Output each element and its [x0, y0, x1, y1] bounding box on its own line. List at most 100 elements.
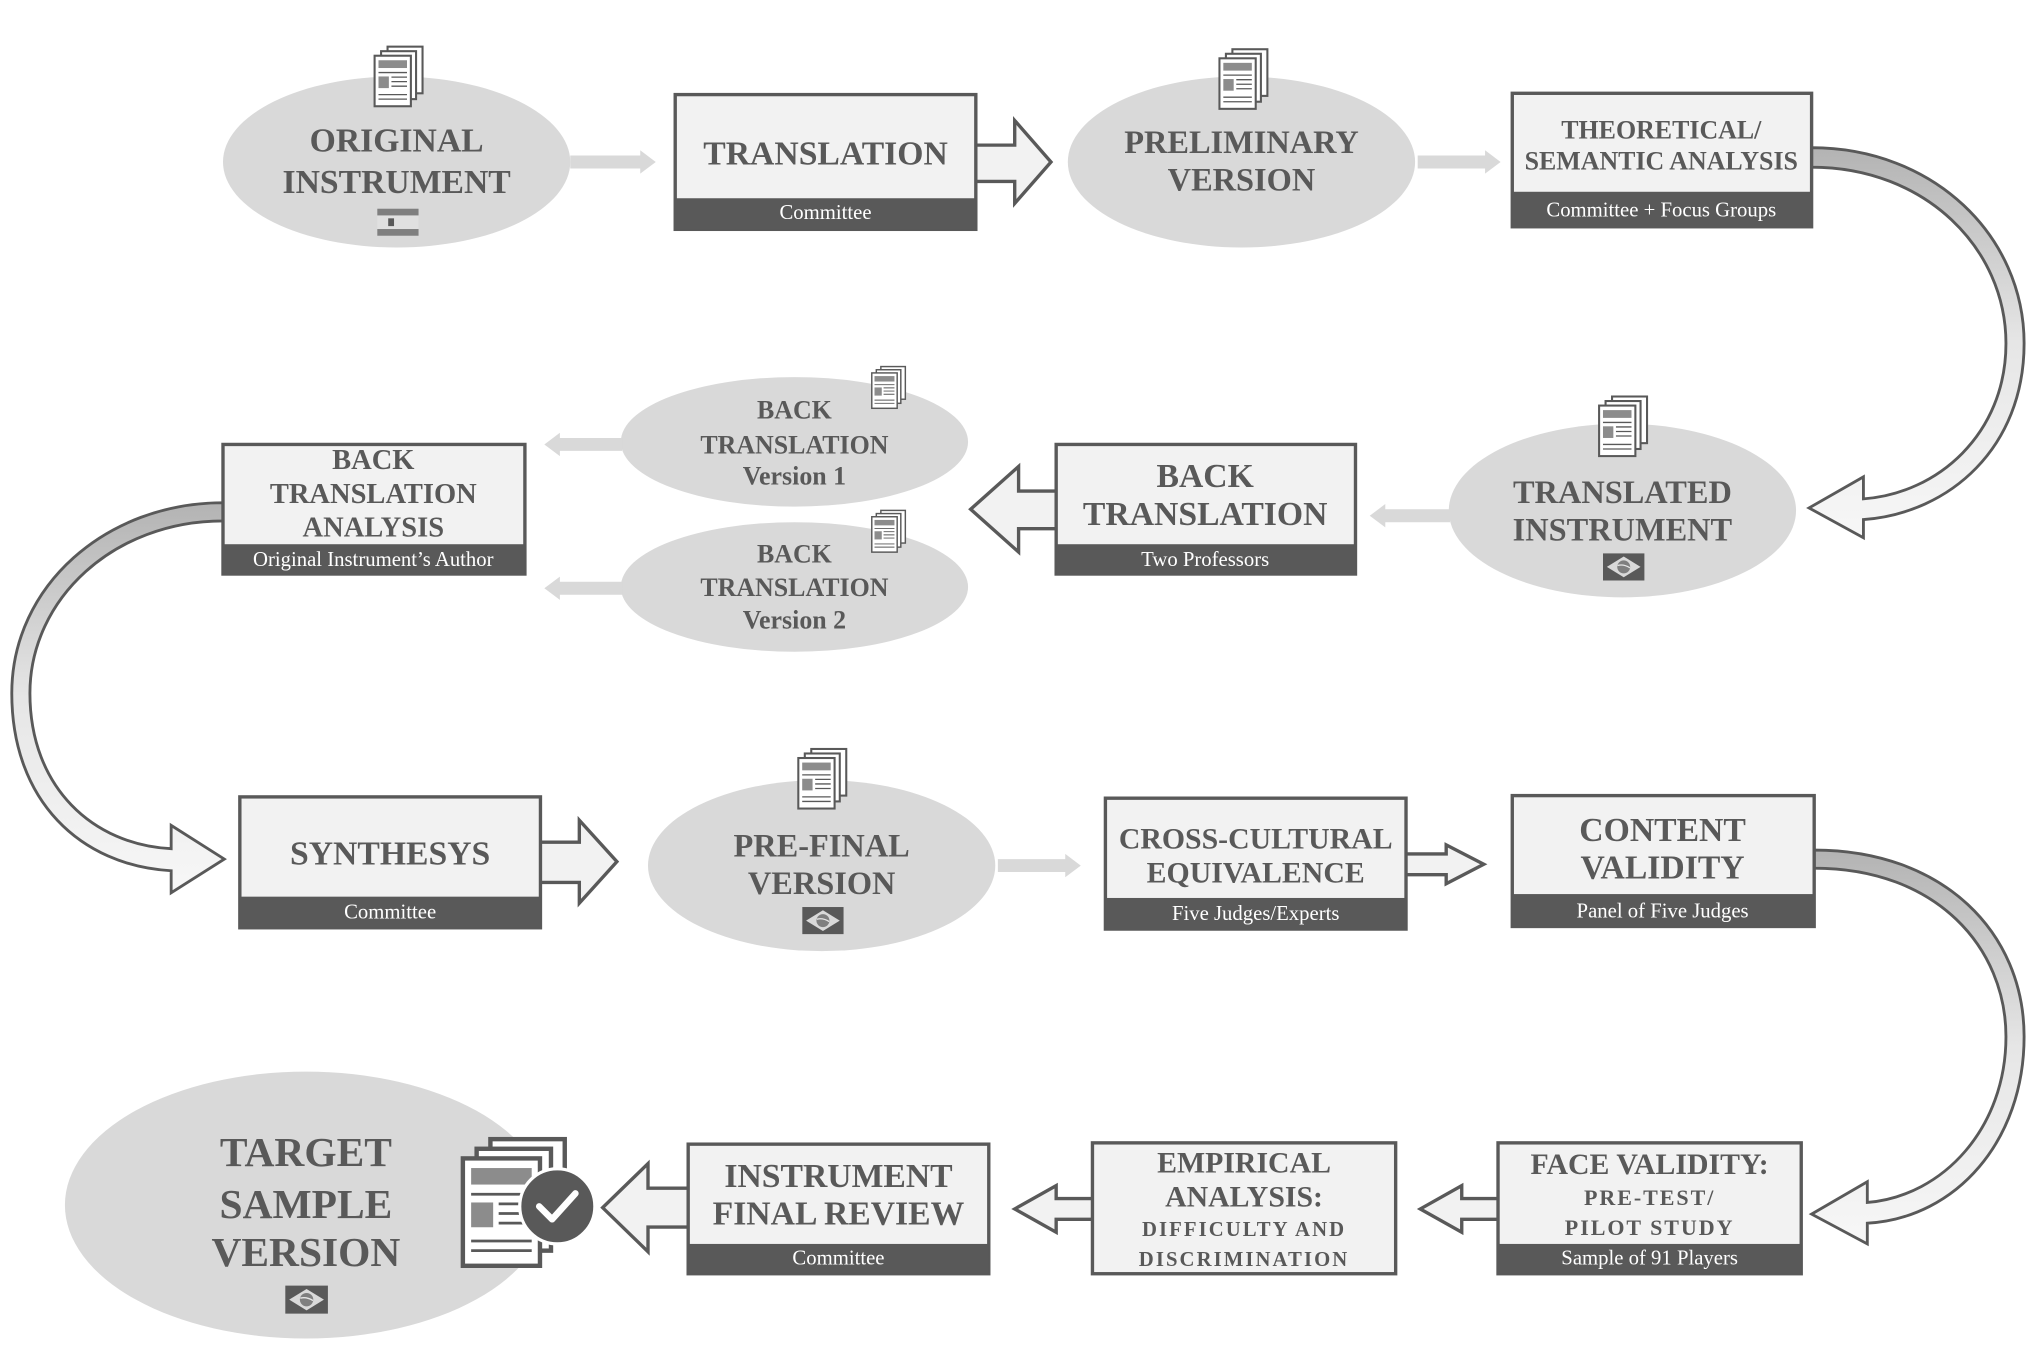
- node-title-line: VERSION: [1168, 162, 1316, 198]
- node-title-line: BACK: [757, 539, 832, 568]
- node-translated-instrument: [1448, 423, 1797, 598]
- box-footer-label: Committee: [344, 902, 436, 924]
- box-title-line: TRANSLATION: [270, 479, 477, 510]
- document-stack-icon: [1598, 395, 1649, 458]
- box-footer-strip: [1105, 897, 1407, 930]
- box-footer-label: Panel of Five Judges: [1577, 900, 1749, 922]
- node-title-line: INSTRUMENT: [282, 164, 510, 201]
- box-frame: [1090, 1141, 1398, 1276]
- box-footer-strip: [222, 544, 525, 575]
- document-stack-icon: [1218, 48, 1269, 110]
- box-footer-label: Original Instrument’s Author: [253, 549, 494, 571]
- box-footer-strip: [1512, 894, 1815, 927]
- node-title-line: PRELIMINARY: [1124, 125, 1358, 161]
- document-stack-icon: [373, 45, 424, 108]
- box-title-line: TRANSLATION: [703, 136, 947, 173]
- document-stack-icon: [871, 509, 907, 553]
- box-footer-label: Five Judges/Experts: [1172, 903, 1339, 925]
- box-footer-strip: [688, 1243, 989, 1274]
- spain-flag-icon: [377, 208, 419, 236]
- box-footer-label: Committee: [792, 1248, 884, 1270]
- box-empirical-analysis: [1090, 1141, 1398, 1276]
- box-footer-label: Committee + Focus Groups: [1546, 199, 1776, 221]
- box-title-line: TRANSLATION: [1083, 496, 1327, 533]
- box-footer-strip: [1512, 191, 1812, 227]
- node-title-line: Version 2: [743, 605, 846, 634]
- box-title-line: BACK: [332, 445, 414, 476]
- node-target-sample-version: [64, 1071, 547, 1339]
- box-synthesys: [238, 795, 543, 930]
- box-title-line: INSTRUMENT: [724, 1158, 952, 1195]
- node-title-line: TRANSLATION: [700, 573, 888, 602]
- box-title-line: BACK: [1157, 458, 1254, 495]
- box-title-line: SEMANTIC ANALYSIS: [1525, 147, 1798, 176]
- box-title-line: ANALYSIS:: [1165, 1180, 1323, 1213]
- block-arrows: [528, 116, 1511, 1256]
- node-pre-final-version: [648, 780, 996, 952]
- block-arrow-left: [968, 462, 1069, 556]
- node-title-line: TRANSLATION: [700, 431, 888, 460]
- labels: ORIGINAL INSTRUMENT TRANSLATION Committe…: [211, 116, 1797, 1275]
- box-footer-label: Two Professors: [1141, 549, 1269, 571]
- box-title-line: DIFFICULTY AND: [1142, 1219, 1346, 1241]
- block-arrow-right: [1393, 842, 1488, 887]
- box-cross-cultural-equivalence: [1103, 796, 1408, 931]
- box-title-line: EMPIRICAL: [1157, 1147, 1331, 1180]
- box-title-line: FINAL REVIEW: [713, 1195, 965, 1232]
- curved-arrow-row3-to-row4: [1808, 848, 2026, 1247]
- icons: [285, 45, 1649, 1314]
- box-footer-strip: [1056, 544, 1356, 575]
- box-title-line: THEORETICAL/: [1561, 116, 1762, 145]
- box-theoretical-semantic-analysis: [1510, 91, 1814, 229]
- node-title-line: TRANSLATED: [1513, 475, 1732, 511]
- curved-arrow-row1-to-row2: [1806, 146, 2026, 541]
- box-footer-strip: [675, 198, 976, 230]
- box-title-line: PILOT STUDY: [1565, 1215, 1735, 1240]
- connector-arrows: [544, 150, 1501, 878]
- box-back-translation: [1054, 442, 1358, 576]
- node-preliminary-version: [1067, 76, 1416, 248]
- box-face-validity: [1496, 1141, 1803, 1276]
- box-footer-label: Committee: [779, 202, 871, 224]
- block-arrow-right: [963, 116, 1054, 208]
- checkmark-icon: [518, 1167, 597, 1246]
- box-footer-label: Sample of 91 Players: [1561, 1248, 1738, 1270]
- box-title-line: EQUIVALENCE: [1147, 856, 1365, 889]
- node-title-line: VERSION: [211, 1229, 400, 1275]
- box-title-line: FACE VALIDITY:: [1531, 1148, 1769, 1181]
- box-title-line: SYNTHESYS: [290, 835, 490, 872]
- block-arrow-left: [1416, 1182, 1511, 1236]
- node-back-translation-version-1: [620, 377, 969, 507]
- node-title-line: SAMPLE: [220, 1181, 393, 1227]
- node-title-line: PRE-FINAL: [734, 828, 910, 864]
- node-title-line: BACK: [757, 396, 832, 425]
- document-stack-icon: [871, 365, 907, 410]
- node-original-instrument: [222, 76, 571, 248]
- connector-arrow-right: [570, 150, 656, 174]
- box-title-line: CROSS-CULTURAL: [1119, 823, 1393, 856]
- block-arrow-left: [1011, 1182, 1105, 1236]
- box-content-validity: [1510, 793, 1816, 929]
- box-footer-strip: [1498, 1243, 1802, 1274]
- node-title-line: ORIGINAL: [310, 123, 484, 160]
- connector-arrow-left: [544, 432, 623, 457]
- box-translation: [673, 92, 978, 232]
- brazil-flag-icon: [802, 907, 844, 935]
- box-title-line: DISCRIMINATION: [1139, 1249, 1350, 1271]
- connector-arrow-left: [544, 576, 623, 600]
- connector-arrow-left: [1369, 504, 1451, 528]
- node-title-line: Version 1: [743, 462, 846, 491]
- node-back-translation-version-2: [620, 522, 969, 652]
- ellipse-nodes: [64, 76, 1797, 1339]
- node-title-line: VERSION: [748, 866, 896, 902]
- node-title-line: TARGET: [220, 1129, 392, 1175]
- connector-arrow-right: [1417, 150, 1501, 174]
- brazil-flag-icon: [1602, 553, 1645, 581]
- box-instrument-final-review: [686, 1142, 991, 1276]
- block-arrow-right: [528, 815, 620, 908]
- box-title-line: ANALYSIS: [303, 512, 445, 543]
- box-title-line: PRE-TEST/: [1584, 1185, 1715, 1210]
- brazil-flag-icon: [285, 1285, 328, 1314]
- node-title-line: INSTRUMENT: [1513, 512, 1733, 548]
